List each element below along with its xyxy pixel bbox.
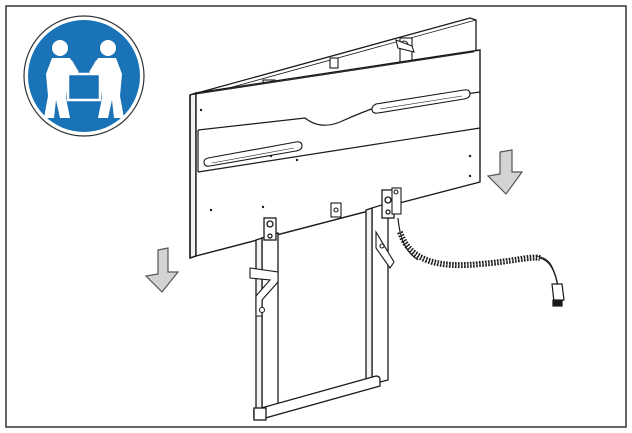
- left-side-bracket: [249, 267, 279, 317]
- grip-slot-left: [203, 141, 303, 167]
- cable-connector-top: [391, 187, 402, 215]
- arrow-down-icon: [486, 149, 524, 195]
- right-side-bracket: [375, 230, 395, 269]
- two-person-lift-icon: [23, 15, 145, 137]
- grip-slot-right: [371, 89, 471, 114]
- base-foot: [253, 375, 381, 421]
- mounting-holes: [199, 108, 472, 212]
- center-bracket: [330, 202, 342, 218]
- center-clip: [329, 57, 339, 69]
- cable-plug: [551, 283, 565, 307]
- arrow-down-icon: [144, 247, 180, 293]
